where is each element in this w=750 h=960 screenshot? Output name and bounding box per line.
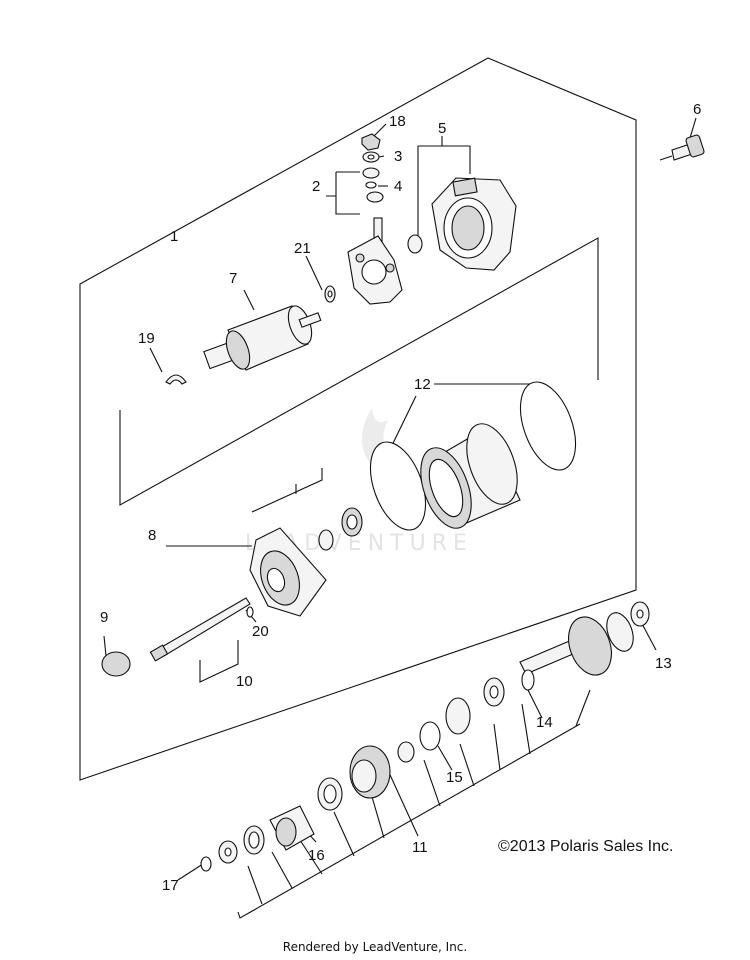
callout-11: 11 [412, 839, 428, 856]
stop-washers [397, 669, 535, 763]
yoke-housing-12 [369, 381, 577, 531]
callout-21: 21 [294, 240, 311, 257]
bolt-6 [659, 134, 705, 161]
callout-10: 10 [236, 673, 253, 690]
bracket-12 [119, 237, 599, 506]
clutch-11 [317, 745, 391, 811]
clip-19 [165, 374, 187, 385]
callout-18: 18 [389, 113, 406, 130]
callout-4: 4 [394, 178, 402, 195]
bracket-10 [199, 468, 323, 683]
callout-3: 3 [394, 148, 402, 165]
armature-7 [203, 305, 322, 371]
pinion-gear-assembly [519, 601, 650, 676]
end-cap-5 [407, 177, 517, 271]
callout-2: 2 [312, 178, 320, 195]
callout-labels: 1 2 3 4 5 6 7 8 9 10 11 12 13 14 15 16 1… [100, 101, 701, 894]
callout-6: 6 [693, 101, 701, 118]
assembly-1-boundary [79, 57, 637, 781]
callout-14: 14 [536, 714, 553, 731]
terminal-hardware [361, 133, 384, 243]
rendered-by-footer: Rendered by LeadVenture, Inc. [282, 940, 468, 954]
bracket-bottom [237, 689, 591, 919]
copyright-notice: ©2013 Polaris Sales Inc. [498, 838, 674, 855]
callout-9: 9 [100, 609, 108, 626]
callout-13: 13 [655, 655, 672, 672]
through-bolts-10 [101, 597, 254, 677]
callout-8: 8 [148, 527, 156, 544]
washer-21 [324, 285, 336, 303]
callout-19: 19 [138, 330, 155, 347]
callout-12: 12 [414, 376, 431, 393]
brush-plate [347, 235, 403, 305]
callout-16: 16 [308, 847, 325, 864]
drive-housing-8 [249, 507, 363, 617]
callout-7: 7 [229, 270, 237, 287]
callout-20: 20 [252, 623, 269, 640]
callout-15: 15 [446, 769, 463, 786]
callout-5: 5 [438, 120, 446, 137]
spring-16 [200, 805, 315, 872]
callout-1: 1 [170, 228, 178, 245]
callout-17: 17 [162, 877, 179, 894]
